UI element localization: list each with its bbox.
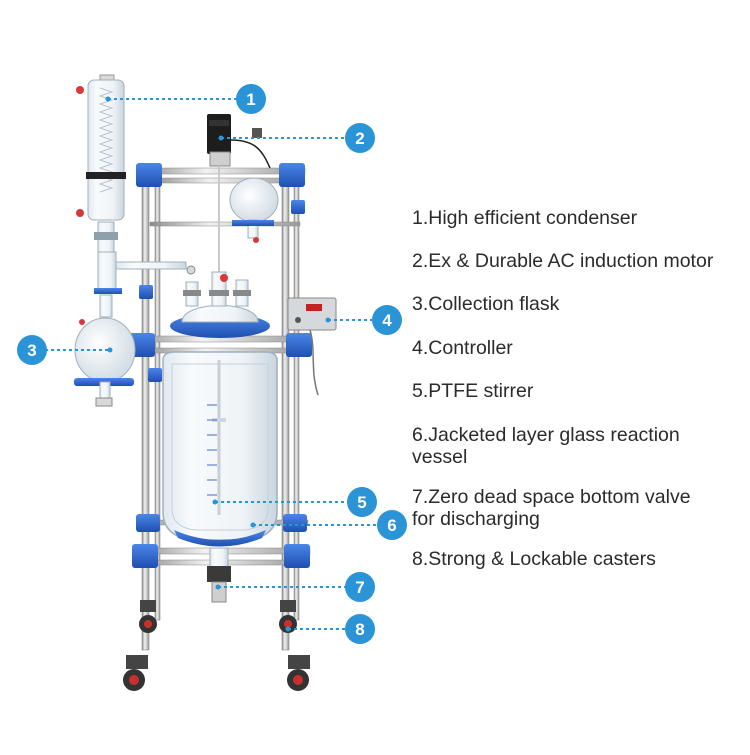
callout-badge-4: 4 [372,305,402,335]
legend-item-7: 7.Zero dead space bottom valve for disch… [412,486,691,530]
callout-badge-5: 5 [347,487,377,517]
svg-text:4: 4 [382,311,392,330]
svg-text:1: 1 [246,90,255,109]
svg-text:3: 3 [27,341,36,360]
callout-badge-2: 2 [345,123,375,153]
legend-item-2: 2.Ex & Durable AC induction motor [412,250,714,272]
legend-item-3: 3.Collection flask [412,293,560,315]
svg-text:2: 2 [355,129,364,148]
reactor-lid [170,265,270,338]
callout-badge-8: 8 [345,614,375,644]
callout-badge-6: 6 [377,510,407,540]
callout-badge-3: 3 [17,335,47,365]
legend-item-5: 5.PTFE stirrer [412,380,534,402]
callout-badge-1: 1 [236,84,266,114]
motor [207,114,271,300]
bottom-valve [207,547,231,603]
top-flask [229,177,279,243]
controller [287,297,337,396]
glass-vessel [162,351,278,547]
condenser [76,74,187,294]
legend-item-1: 1.High efficient condenser [412,207,638,229]
legend-item-4: 4.Controller [412,337,513,359]
svg-text:6: 6 [387,516,396,535]
svg-text:5: 5 [357,493,366,512]
frame-clamps [129,163,312,568]
callout-leaders [45,96,378,632]
casters [123,600,310,691]
legend-item-8: 8.Strong & Lockable casters [412,548,656,570]
svg-text:8: 8 [355,620,364,639]
legend-item-6: 6.Jacketed layer glass reaction vessel [412,424,680,468]
svg-text:7: 7 [355,578,364,597]
callout-badge-7: 7 [345,572,375,602]
callout-badges: 1 2 3 4 5 6 7 8 [17,84,407,644]
